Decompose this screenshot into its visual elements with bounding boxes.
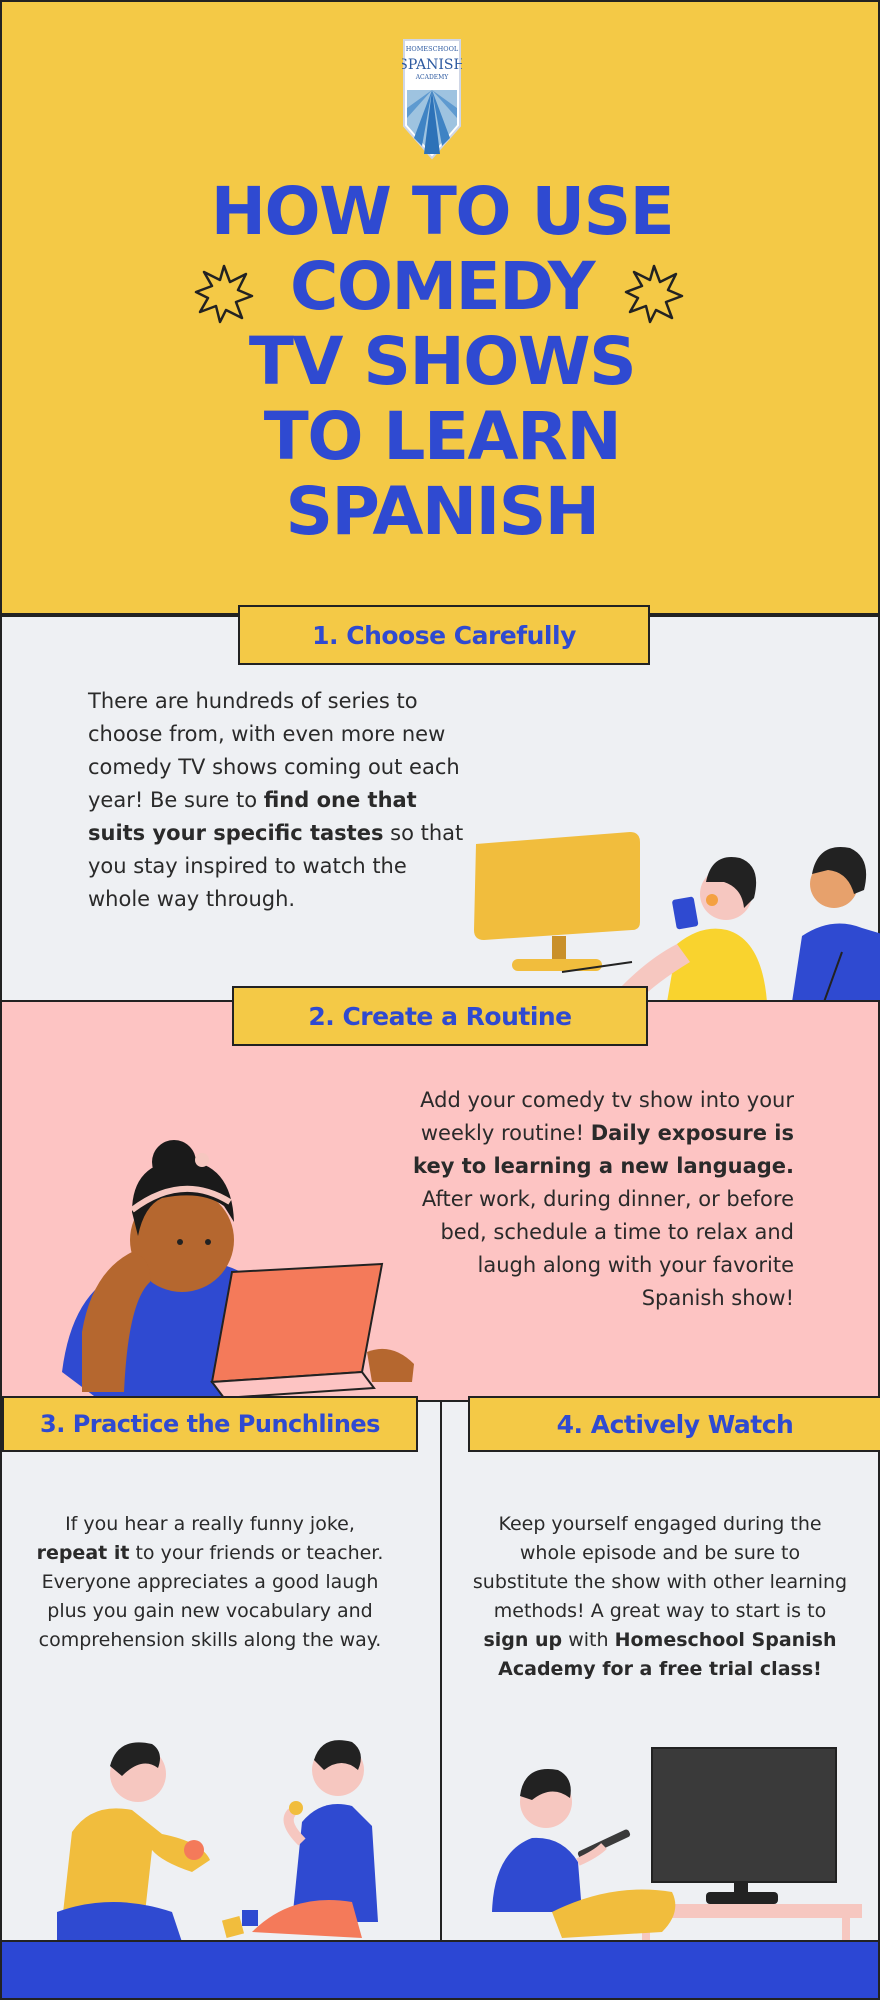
person-with-tablet-and-tv-illustration xyxy=(492,1747,862,1942)
section-4-text: Keep yourself engaged during the whole e… xyxy=(472,1513,848,1680)
svg-text:HOMESCHOOL: HOMESCHOOL xyxy=(406,45,459,53)
starburst-icon xyxy=(194,264,254,324)
section-choose-carefully: There are hundreds of series to choose f… xyxy=(0,605,880,1002)
footer-bar xyxy=(0,1940,880,2000)
title-line: TV SHOWS xyxy=(248,323,637,400)
title-line: SPANISH xyxy=(285,473,601,550)
title-line: COMEDY xyxy=(289,248,596,325)
page-title: HOW TO USE COMEDY TV SHOWS TO LEARN SPAN… xyxy=(2,174,880,549)
section-label-create-routine: 2. Create a Routine xyxy=(232,986,648,1046)
girl-with-tablet-illustration xyxy=(62,1140,414,1402)
section-3-text: If you hear a really funny joke, repeat … xyxy=(36,1513,384,1651)
section-actively-watch: Keep yourself engaged during the whole e… xyxy=(440,1396,880,1942)
section-label-practice-punchlines: 3. Practice the Punchlines xyxy=(2,1396,418,1452)
svg-text:SPANISH: SPANISH xyxy=(402,57,462,73)
hero-section: HOMESCHOOL SPANISH ACADEMY HOW TO USE CO… xyxy=(0,0,880,615)
section-label-actively-watch: 4. Actively Watch xyxy=(468,1396,880,1452)
svg-text:ACADEMY: ACADEMY xyxy=(415,74,450,81)
section-1-text: There are hundreds of series to choose f… xyxy=(88,689,464,911)
section-practice-punchlines: If you hear a really funny joke, repeat … xyxy=(0,1396,440,1942)
section-label-choose-carefully: 1. Choose Carefully xyxy=(238,605,650,665)
academy-logo: HOMESCHOOL SPANISH ACADEMY xyxy=(398,38,466,166)
friends-watching-tv-illustration xyxy=(474,832,880,1002)
shield-icon: HOMESCHOOL SPANISH ACADEMY xyxy=(398,39,466,160)
starburst-icon xyxy=(624,264,684,324)
title-line: TO LEARN xyxy=(263,398,622,475)
section-create-routine: Add your comedy tv show into your weekly… xyxy=(0,986,880,1402)
friends-laughing-illustration xyxy=(57,1740,378,1942)
title-line: HOW TO USE xyxy=(210,173,675,250)
section-2-text: Add your comedy tv show into your weekly… xyxy=(413,1088,794,1310)
